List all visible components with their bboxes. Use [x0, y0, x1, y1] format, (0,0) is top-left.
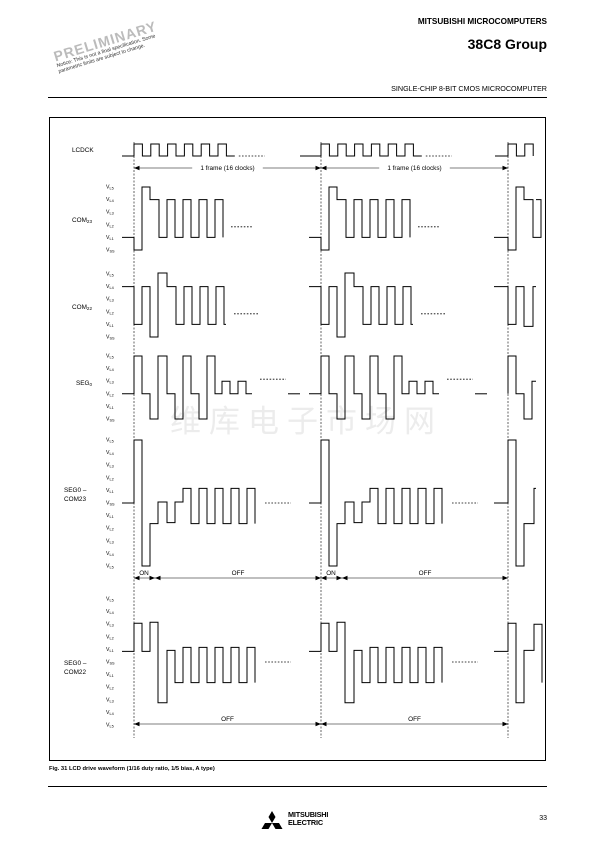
mitsubishi-logo-text: MITSUBISHI ELECTRIC [288, 811, 328, 827]
header-rule [48, 97, 547, 99]
header-product-group: 38C8 Group [467, 36, 547, 52]
footer-rule [48, 786, 547, 787]
figure-caption: Fig. 31 LCD drive waveform (1/16 duty ra… [49, 766, 215, 772]
header-company: MITSUBISHI MICROCOMPUTERS [417, 17, 547, 26]
preliminary-stamp: PRELIMINARY Notice: This is not a final … [52, 16, 174, 88]
figure-frame [49, 117, 546, 761]
header-subtitle: SINGLE-CHIP 8-BIT CMOS MICROCOMPUTER [391, 84, 547, 93]
logo-line-2: ELECTRIC [288, 818, 323, 827]
mitsubishi-diamonds-icon [261, 811, 283, 829]
page-number: 33 [539, 815, 547, 822]
logo-line-1: MITSUBISHI [288, 810, 329, 819]
